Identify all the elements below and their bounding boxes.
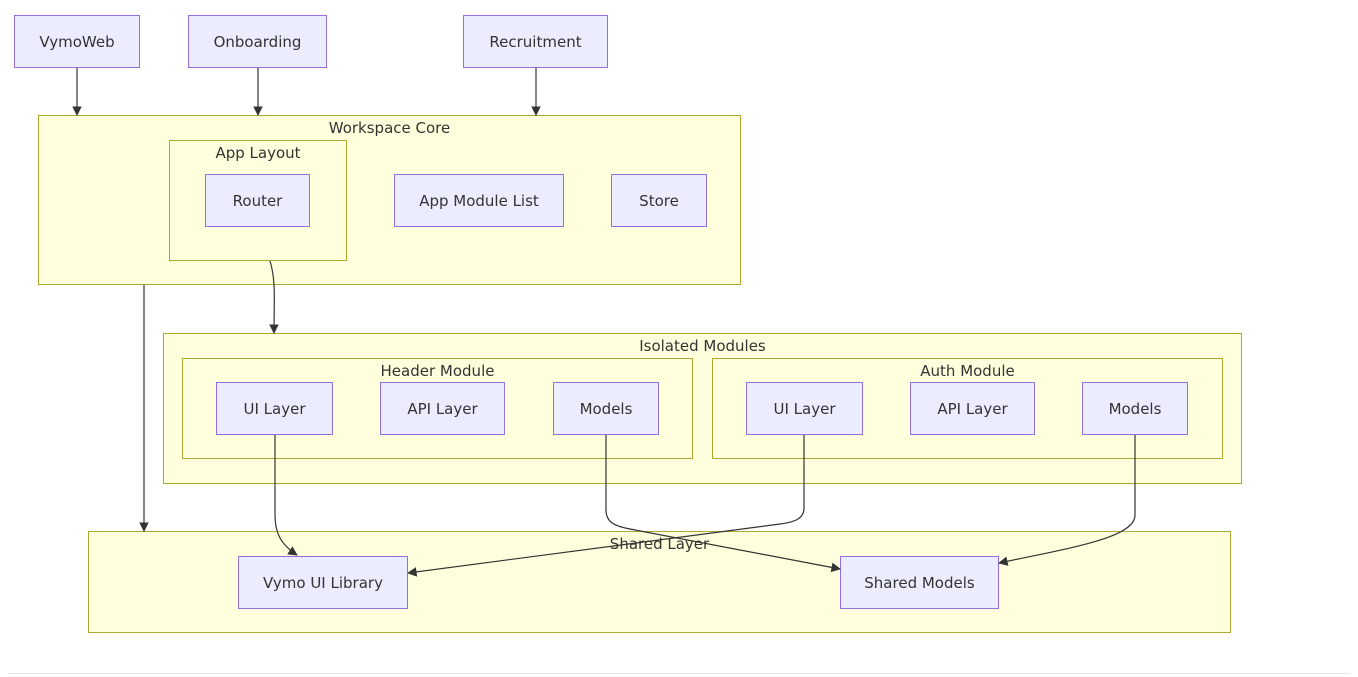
group-auth-module-title: Auth Module — [920, 362, 1015, 380]
node-recruitment: Recruitment — [463, 15, 608, 68]
node-auth-api-layer: API Layer — [910, 382, 1035, 435]
node-auth-models: Models — [1082, 382, 1188, 435]
group-workspace-core-title: Workspace Core — [328, 119, 451, 137]
group-shared-layer-title: Shared Layer — [609, 535, 710, 553]
node-header-ui-layer: UI Layer — [216, 382, 333, 435]
node-shared-models: Shared Models — [840, 556, 999, 609]
node-store: Store — [611, 174, 707, 227]
group-app-layout: App Layout — [169, 140, 347, 261]
node-vymoweb: VymoWeb — [14, 15, 140, 68]
group-isolated-modules-title: Isolated Modules — [639, 337, 766, 355]
node-auth-ui-layer: UI Layer — [746, 382, 863, 435]
bottom-divider — [8, 673, 1350, 674]
group-app-layout-title: App Layout — [215, 144, 301, 162]
node-router: Router — [205, 174, 310, 227]
node-app-module-list: App Module List — [394, 174, 564, 227]
node-vymo-ui-library: Vymo UI Library — [238, 556, 408, 609]
group-header-module-title: Header Module — [380, 362, 495, 380]
node-header-api-layer: API Layer — [380, 382, 505, 435]
node-header-models: Models — [553, 382, 659, 435]
node-onboarding: Onboarding — [188, 15, 327, 68]
